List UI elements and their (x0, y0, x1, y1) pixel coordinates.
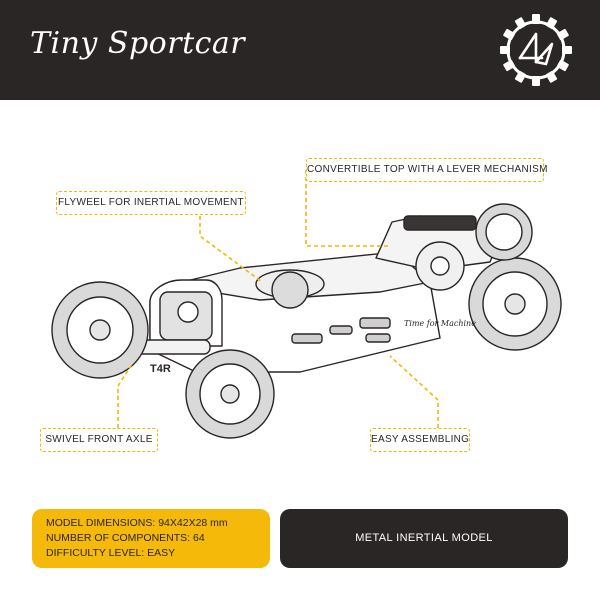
model-type-badge: METAL INERTIAL MODEL (280, 509, 568, 568)
callout-easy-assembling: EASY ASSEMBLING (370, 428, 470, 452)
brand-title: Tiny Sportcar (30, 26, 246, 61)
specs-panel: MODEL DIMENSIONS: 94X42X28 mm NUMBER OF … (32, 509, 270, 568)
rear-right-wheel (475, 203, 533, 261)
license-plate: T4R (150, 363, 171, 375)
spec-dimensions: MODEL DIMENSIONS: 94X42X28 mm (46, 517, 228, 529)
callout-convertible-top: CONVERTIBLE TOP WITH A LEVER MECHANISM (306, 158, 547, 182)
callout-swivel-axle: SWIVEL FRONT AXLE (40, 428, 158, 452)
callout-flywheel: FLYWEEL FOR INERTIAL MOVEMENT (56, 191, 246, 215)
car-signature: Time for Machine (404, 319, 476, 328)
header-bar: Tiny Sportcar (0, 0, 600, 100)
convertible-top-slats (403, 215, 477, 231)
leader-flywheel (199, 216, 263, 283)
gear-logo-icon (500, 14, 572, 86)
spec-components: NUMBER OF COMPONENTS: 64 (46, 532, 205, 544)
leader-easy-assembling (389, 355, 439, 428)
rear-left-wheel (468, 257, 562, 351)
sportcar-illustration: T4R Time for Machine (51, 170, 562, 439)
flywheel (271, 271, 309, 309)
front-left-wheel (51, 281, 149, 379)
front-right-wheel (185, 349, 275, 439)
spec-difficulty: DIFFICULTY LEVEL: EASY (46, 547, 176, 559)
leader-swivel-axle (117, 363, 133, 428)
